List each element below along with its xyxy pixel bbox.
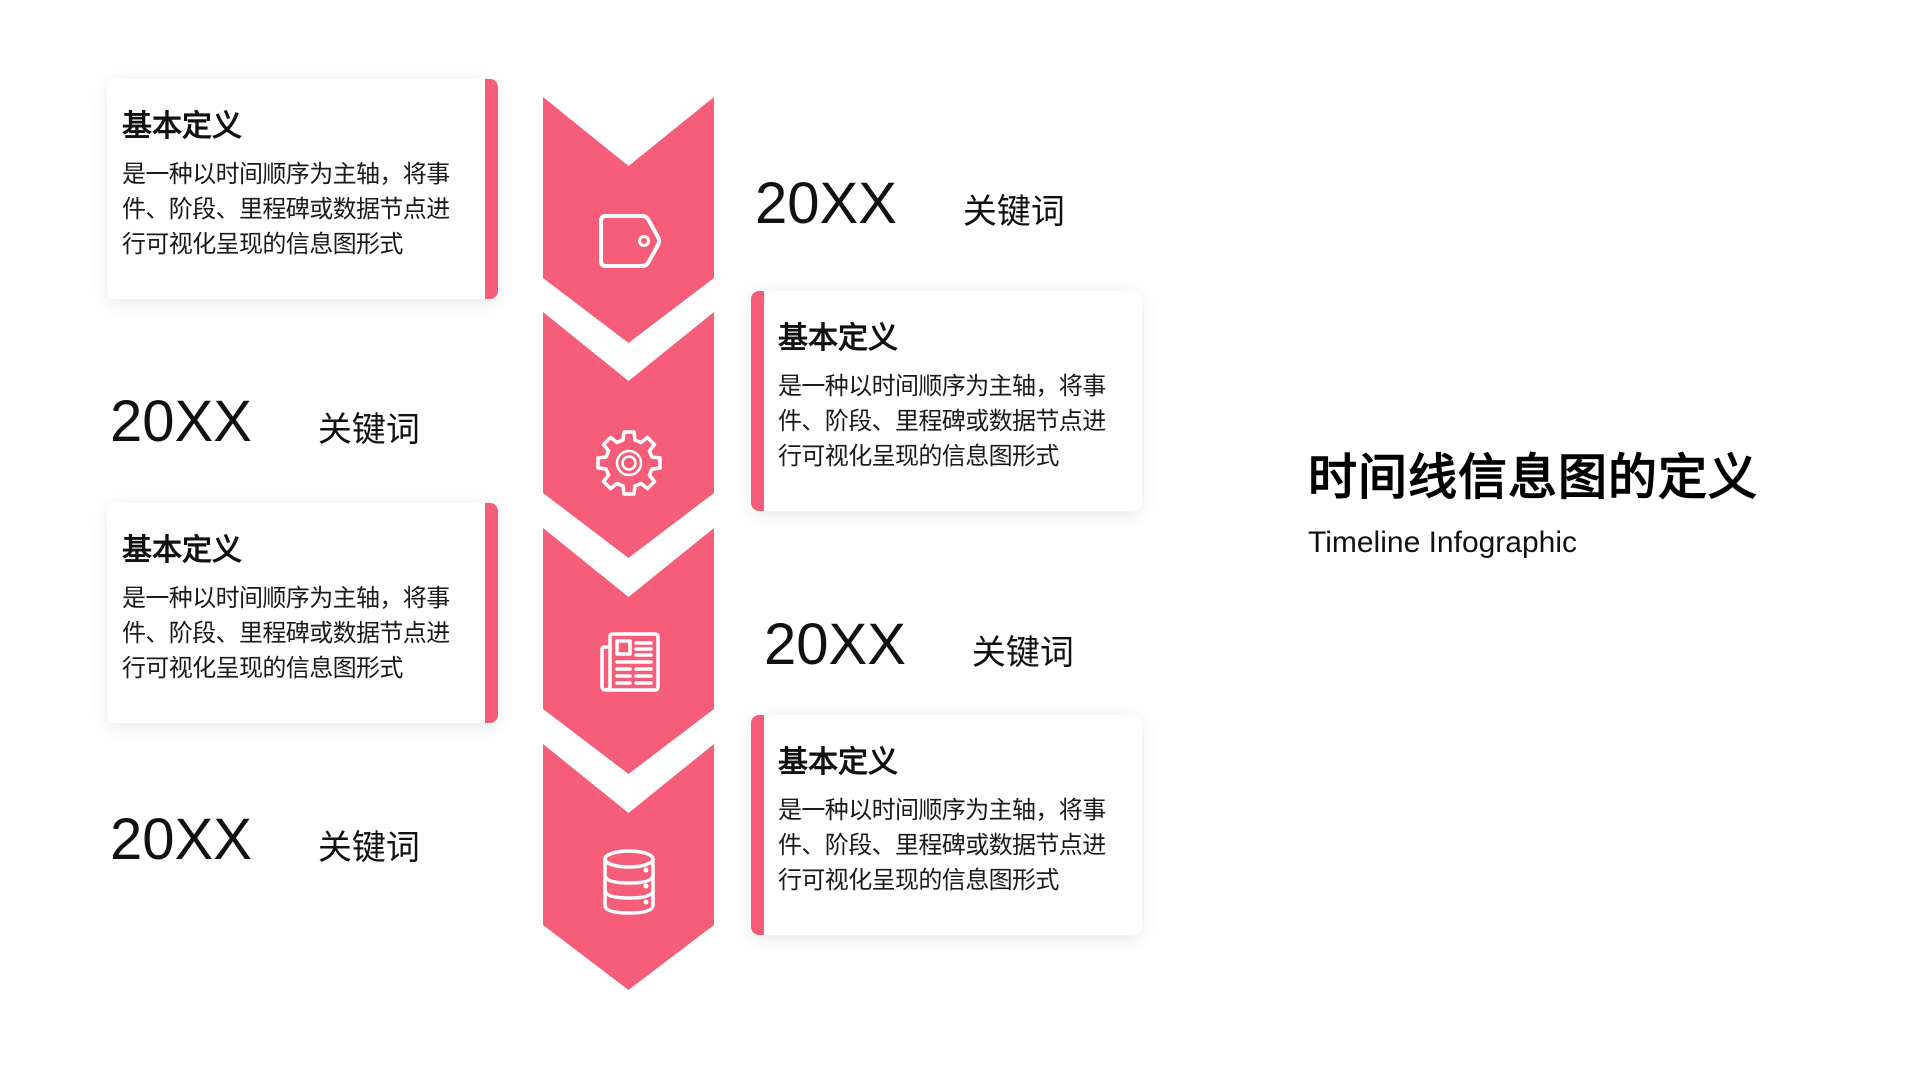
milestone-keyword: 关键词 <box>962 192 1065 232</box>
accent-bar <box>751 291 764 511</box>
definition-card-3: 基本定义 是一种以时间顺序为主轴，将事件、阶段、里程碑或数据节点进行可视化呈现的… <box>107 503 498 723</box>
milestone-year: 20XX <box>110 807 252 872</box>
card-body: 是一种以时间顺序为主轴，将事件、阶段、里程碑或数据节点进行可视化呈现的信息图形式 <box>122 160 450 258</box>
page-title: 时间线信息图的定义 <box>1308 449 1759 506</box>
page-subtitle: Timeline Infographic <box>1308 526 1578 559</box>
accent-bar <box>485 79 498 299</box>
milestone-keyword: 关键词 <box>317 828 420 868</box>
chevron-shape <box>543 312 714 558</box>
timeline-chevron-2 <box>543 312 714 558</box>
accent-bar <box>485 503 498 723</box>
milestone-keyword: 关键词 <box>317 410 420 450</box>
milestone-2: 20XX 关键词 <box>110 393 420 451</box>
card-title: 基本定义 <box>778 745 898 780</box>
gear-icon <box>596 430 662 496</box>
card-body: 是一种以时间顺序为主轴，将事件、阶段、里程碑或数据节点进行可视化呈现的信息图形式 <box>122 584 450 682</box>
tag-icon <box>599 214 661 268</box>
card-body: 是一种以时间顺序为主轴，将事件、阶段、里程碑或数据节点进行可视化呈现的信息图形式 <box>778 372 1106 470</box>
definition-card-2: 基本定义 是一种以时间顺序为主轴，将事件、阶段、里程碑或数据节点进行可视化呈现的… <box>751 291 1142 511</box>
milestone-keyword: 关键词 <box>971 633 1074 673</box>
card-title: 基本定义 <box>122 533 242 568</box>
card-title: 基本定义 <box>122 109 242 144</box>
milestone-4: 20XX 关键词 <box>110 811 420 869</box>
database-icon <box>603 849 655 915</box>
milestone-year: 20XX <box>110 389 252 454</box>
timeline-chevron-4 <box>543 744 714 990</box>
timeline-chevron-1 <box>543 97 714 343</box>
card-title: 基本定义 <box>778 321 898 356</box>
milestone-year: 20XX <box>755 171 897 236</box>
definition-card-4: 基本定义 是一种以时间顺序为主轴，将事件、阶段、里程碑或数据节点进行可视化呈现的… <box>751 715 1142 935</box>
chevron-shape <box>543 97 714 343</box>
milestone-1: 20XX 关键词 <box>755 175 1065 233</box>
newspaper-icon <box>600 632 660 692</box>
timeline-chevron-3 <box>543 528 714 774</box>
milestone-3: 20XX 关键词 <box>764 616 1074 674</box>
card-body: 是一种以时间顺序为主轴，将事件、阶段、里程碑或数据节点进行可视化呈现的信息图形式 <box>778 796 1106 894</box>
accent-bar <box>751 715 764 935</box>
milestone-year: 20XX <box>764 612 906 677</box>
definition-card-1: 基本定义 是一种以时间顺序为主轴，将事件、阶段、里程碑或数据节点进行可视化呈现的… <box>107 79 498 299</box>
